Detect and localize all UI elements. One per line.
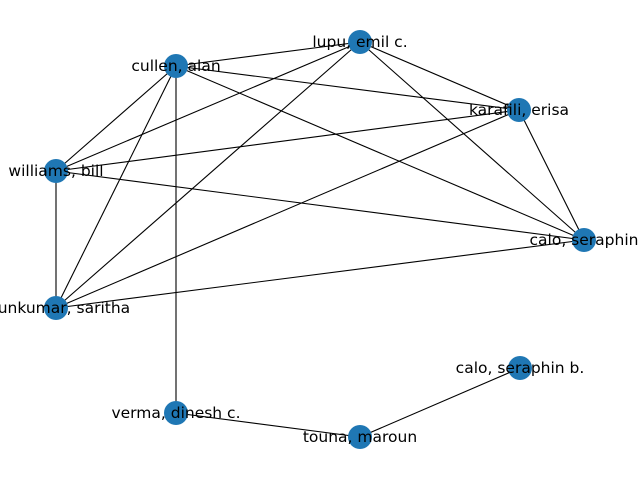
edge-lupu-williams bbox=[55, 41, 361, 172]
edge-karafili-calo1 bbox=[518, 109, 585, 241]
node-label-lupu: lupu, emil c. bbox=[312, 33, 407, 51]
edge-cullen-lupu bbox=[175, 41, 361, 67]
node-arunkumar bbox=[44, 296, 68, 320]
edge-arunkumar-calo1 bbox=[55, 239, 585, 309]
edge-lupu-calo1 bbox=[359, 41, 585, 241]
labels-layer: lupu, emil c. cullen, alan karafili, erisa… bbox=[0, 33, 638, 446]
node-calo1 bbox=[572, 228, 596, 252]
edge-lupu-karafili bbox=[359, 41, 520, 111]
edge-cullen-williams bbox=[55, 65, 177, 172]
edge-cullen-arunkumar bbox=[55, 65, 177, 309]
node-label-cullen: cullen, alan bbox=[131, 57, 220, 75]
node-calo2 bbox=[508, 356, 532, 380]
nodes-layer bbox=[44, 30, 596, 449]
edge-cullen-karafili bbox=[175, 65, 520, 111]
node-label-arunkumar: arunkumar, saritha bbox=[0, 299, 130, 317]
node-label-calo2: calo, seraphin b. bbox=[456, 359, 585, 377]
node-label-williams: williams, bill bbox=[8, 162, 103, 180]
node-karafili bbox=[507, 98, 531, 122]
edge-karafili-williams bbox=[55, 109, 520, 172]
edge-williams-calo1 bbox=[55, 170, 585, 241]
node-label-karafili: karafili, erisa bbox=[469, 101, 569, 119]
edge-cullen-calo1 bbox=[175, 65, 585, 241]
node-williams bbox=[44, 159, 68, 183]
node-label-touna: touna, maroun bbox=[303, 428, 417, 446]
node-label-verma: verma, dinesh c. bbox=[111, 404, 240, 422]
edge-lupu-arunkumar bbox=[55, 41, 361, 309]
edge-karafili-arunkumar bbox=[55, 109, 520, 309]
edge-touna-calo2 bbox=[359, 367, 521, 438]
node-label-calo1: calo, seraphin bbox=[530, 231, 639, 249]
node-cullen bbox=[164, 54, 188, 78]
edges-layer bbox=[55, 41, 585, 438]
node-lupu bbox=[348, 30, 372, 54]
edge-verma-touna bbox=[175, 412, 361, 438]
node-touna bbox=[348, 425, 372, 449]
node-verma bbox=[164, 401, 188, 425]
